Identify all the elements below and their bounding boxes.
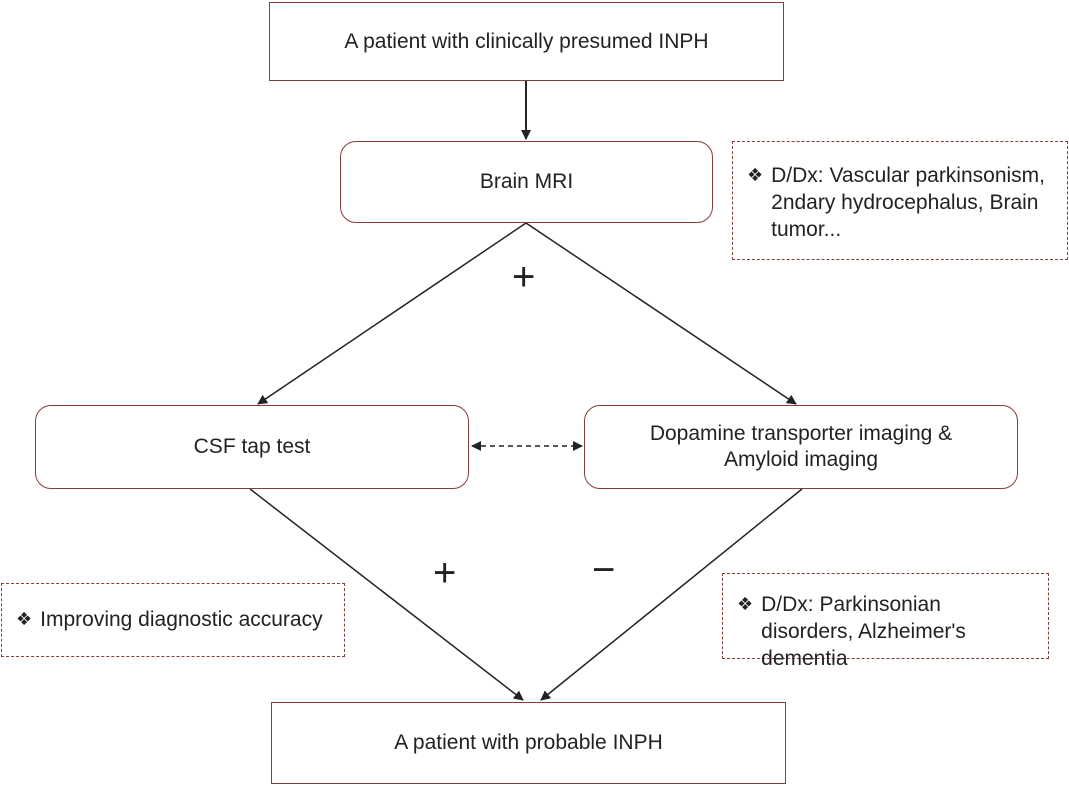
mri-positive-sign: + xyxy=(512,255,536,299)
end-node: A patient with probable INPH xyxy=(271,702,786,784)
diamond-bullet-icon: ❖ xyxy=(737,594,754,614)
brain-mri-label: Brain MRI xyxy=(479,170,574,193)
dat-amyloid-imaging-label: Dopamine transporter imaging & Amyloid i… xyxy=(649,422,953,471)
dat-amyloid-imaging-node: Dopamine transporter imaging & Amyloid i… xyxy=(584,405,1018,489)
arrow-mri-to-csf xyxy=(257,222,527,405)
accuracy-text: Improving diagnostic accuracy xyxy=(40,608,323,631)
start-node: A patient with clinically presumed INPH xyxy=(269,2,784,81)
accuracy-note: ❖ Improving diagnostic accuracy xyxy=(1,583,345,657)
csf-positive-sign: + xyxy=(433,551,457,595)
diamond-bullet-icon: ❖ xyxy=(747,165,764,185)
arrow-mri-to-dat xyxy=(525,222,797,405)
csf-tap-test-label: CSF tap test xyxy=(193,435,311,458)
csf-tap-test-node: CSF tap test xyxy=(35,405,469,489)
mri-differential-text: D/Dx: Vascular parkinsonism, 2ndary hydr… xyxy=(771,164,1046,241)
arrow-dat-to-end xyxy=(540,488,803,701)
dat-differential-note: ❖ D/Dx: Parkinsonian disorders, Alzheime… xyxy=(722,573,1049,670)
arrow-csf-to-end xyxy=(249,488,524,701)
end-node-label: A patient with probable INPH xyxy=(394,731,663,754)
dat-differential-text: D/Dx: Parkinsonian disorders, Alzheimer'… xyxy=(761,593,966,670)
dat-negative-sign: − xyxy=(592,548,616,592)
diamond-bullet-icon: ❖ xyxy=(16,609,33,629)
start-node-label: A patient with clinically presumed INPH xyxy=(344,29,709,53)
mri-differential-note: ❖ D/Dx: Vascular parkinsonism, 2ndary hy… xyxy=(732,141,1068,260)
brain-mri-node: Brain MRI xyxy=(340,141,713,223)
